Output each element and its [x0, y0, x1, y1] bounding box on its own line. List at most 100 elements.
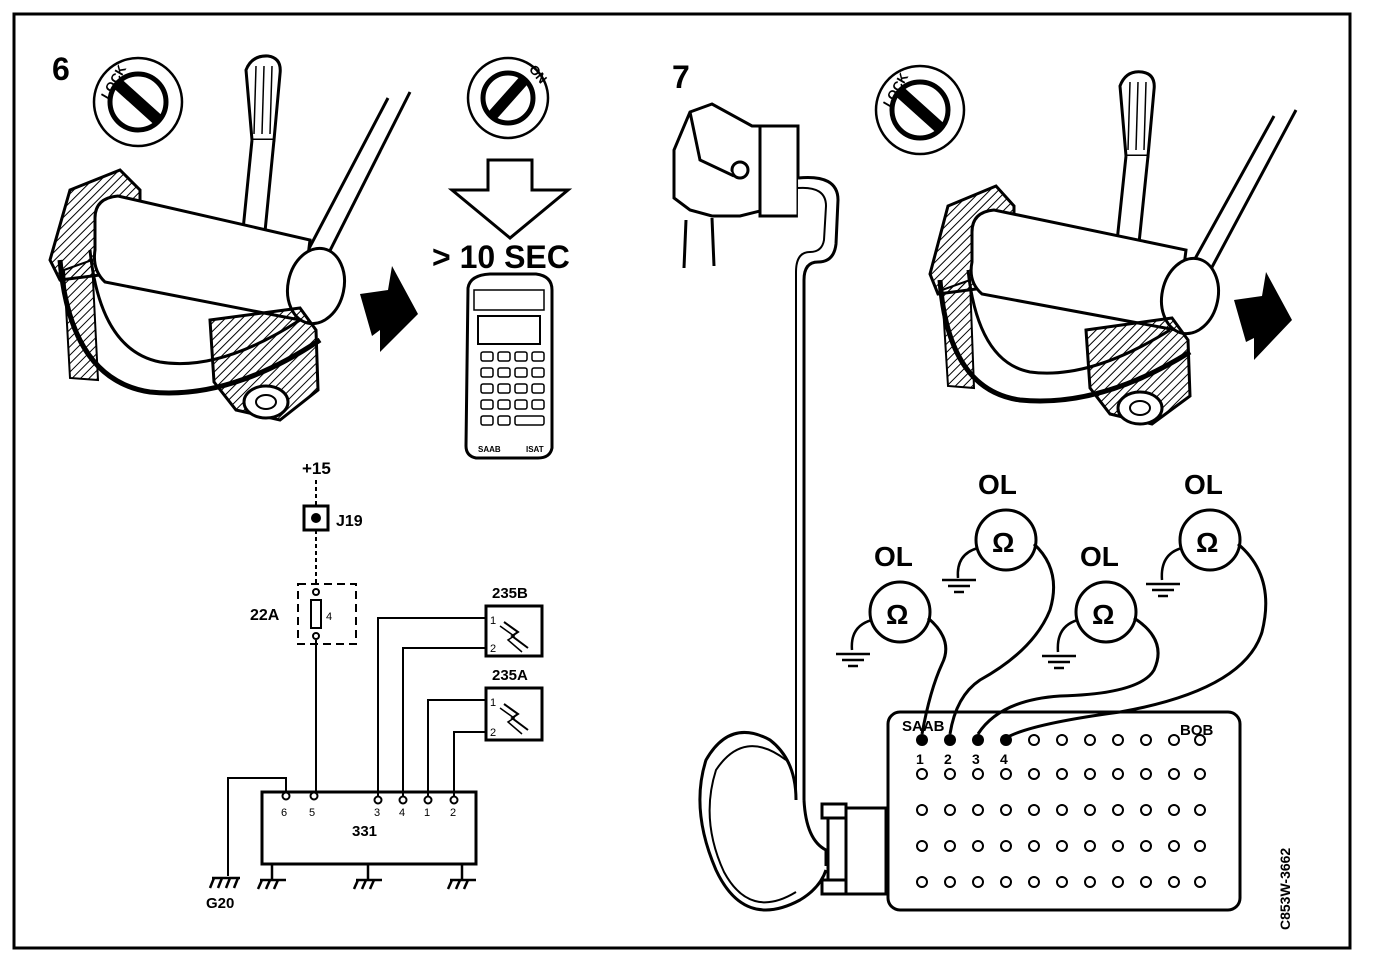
- box-name: BOB: [1180, 722, 1214, 739]
- fuse-22a: [297, 583, 357, 645]
- meter-1-unit: Ω: [886, 599, 908, 630]
- cable-loop: [698, 731, 828, 912]
- relay-b-label: 235B: [492, 585, 528, 602]
- socket-label-2: 2: [944, 751, 952, 767]
- ohmmeter-3: OL Ω: [976, 541, 1160, 735]
- module-pin-5: 5: [309, 807, 315, 819]
- tester-model: ISAT: [526, 445, 544, 454]
- box-socket: [1112, 734, 1124, 746]
- meter-1-reading: OL: [874, 541, 913, 572]
- ohmmeter-2: OL Ω: [942, 469, 1056, 735]
- box-socket: [1028, 734, 1040, 746]
- box-sockets: [916, 734, 1206, 888]
- box-socket: [1112, 840, 1124, 852]
- socket-label-3: 3: [972, 751, 980, 767]
- box-socket: [1084, 768, 1096, 780]
- box-socket: [944, 768, 956, 780]
- meter-4-reading: OL: [1184, 469, 1223, 500]
- relay-a-pin2: 2: [490, 727, 496, 739]
- box-socket: [944, 876, 956, 888]
- box-socket: [1028, 876, 1040, 888]
- box-socket: [1194, 840, 1206, 852]
- box-socket: [1194, 768, 1206, 780]
- frame: [12, 12, 1352, 950]
- box-socket: [972, 804, 984, 816]
- figure-code: C853W-3662: [1277, 848, 1293, 930]
- box-socket: [1140, 734, 1152, 746]
- module-pin-6: 6: [281, 807, 287, 819]
- relay-a-label: 235A: [492, 667, 528, 684]
- meter-3-reading: OL: [1080, 541, 1119, 572]
- box-socket: [1168, 768, 1180, 780]
- box-socket: [1028, 840, 1040, 852]
- diagnostic-tester-icon: SAAB ISAT: [464, 272, 554, 460]
- fuse-pin: 4: [326, 611, 332, 623]
- ignition-lock-icon: LOCK: [92, 56, 184, 148]
- box-socket: [1056, 804, 1068, 816]
- box-socket: [1084, 734, 1096, 746]
- meter-2-unit: Ω: [992, 527, 1014, 558]
- module-pin-1: 1: [424, 807, 430, 819]
- panel-6: 6 LOCK ON > 10 SEC: [48, 51, 573, 460]
- box-socket: [1056, 734, 1068, 746]
- box-socket: [1168, 734, 1180, 746]
- harness-connector-icon: [672, 102, 840, 800]
- wiring-schematic: +15 J19 22A 4 235B 1 2 235A 1 2: [206, 459, 544, 912]
- ignition-lock-icon-7: LOCK: [874, 64, 966, 156]
- box-socket: [1168, 840, 1180, 852]
- dsub-connector-icon: [820, 802, 888, 896]
- box-socket: [1140, 840, 1152, 852]
- module-pin-3: 3: [374, 807, 380, 819]
- box-socket: [1140, 804, 1152, 816]
- box-socket: [1084, 876, 1096, 888]
- box-socket: [1194, 876, 1206, 888]
- box-socket: [1168, 804, 1180, 816]
- step-7-number: 7: [672, 59, 690, 95]
- meter-4-unit: Ω: [1196, 527, 1218, 558]
- box-socket: [1000, 768, 1012, 780]
- relay-b-pin1: 1: [490, 615, 496, 627]
- down-arrow-icon: [447, 158, 573, 240]
- ground-label: G20: [206, 895, 234, 912]
- module-pin-4: 4: [399, 807, 405, 819]
- box-socket: [1028, 768, 1040, 780]
- box-socket: [1000, 840, 1012, 852]
- meter-2-reading: OL: [978, 469, 1017, 500]
- box-socket: [1056, 768, 1068, 780]
- panel-7: 7 SAAB BOB 1 2: [672, 59, 1298, 930]
- module-pin-2: 2: [450, 807, 456, 819]
- step-6-number: 6: [52, 51, 70, 87]
- box-socket: [972, 768, 984, 780]
- box-socket: [1056, 876, 1068, 888]
- steering-column-stalk-6: [48, 54, 412, 422]
- fuse-label: 22A: [250, 607, 280, 624]
- box-socket: [1112, 768, 1124, 780]
- box-socket: [972, 840, 984, 852]
- box-socket: [944, 804, 956, 816]
- junction-label: J19: [336, 513, 363, 530]
- meter-3-unit: Ω: [1092, 599, 1114, 630]
- box-socket: [1140, 768, 1152, 780]
- time-label: > 10 SEC: [432, 239, 570, 275]
- relay-235b: [484, 604, 544, 658]
- steering-column-stalk-7: [928, 70, 1298, 426]
- tester-brand: SAAB: [478, 445, 501, 454]
- box-socket: [1194, 734, 1206, 746]
- box-socket: [1056, 840, 1068, 852]
- socket-label-4: 4: [1000, 751, 1008, 767]
- relay-a-pin1: 1: [490, 697, 496, 709]
- box-socket: [972, 876, 984, 888]
- socket-2: [944, 734, 956, 746]
- direction-arrow-icon-7: [1234, 272, 1292, 360]
- ground-g20-icon: [208, 876, 240, 889]
- relay-b-pin2: 2: [490, 643, 496, 655]
- socket-3: [972, 734, 984, 746]
- socket-1: [916, 734, 928, 746]
- ohmmeter-4: OL Ω: [1005, 469, 1268, 740]
- box-socket: [1084, 840, 1096, 852]
- box-socket: [1168, 876, 1180, 888]
- socket-label-1: 1: [916, 751, 924, 767]
- module-ground-icons: [256, 864, 476, 890]
